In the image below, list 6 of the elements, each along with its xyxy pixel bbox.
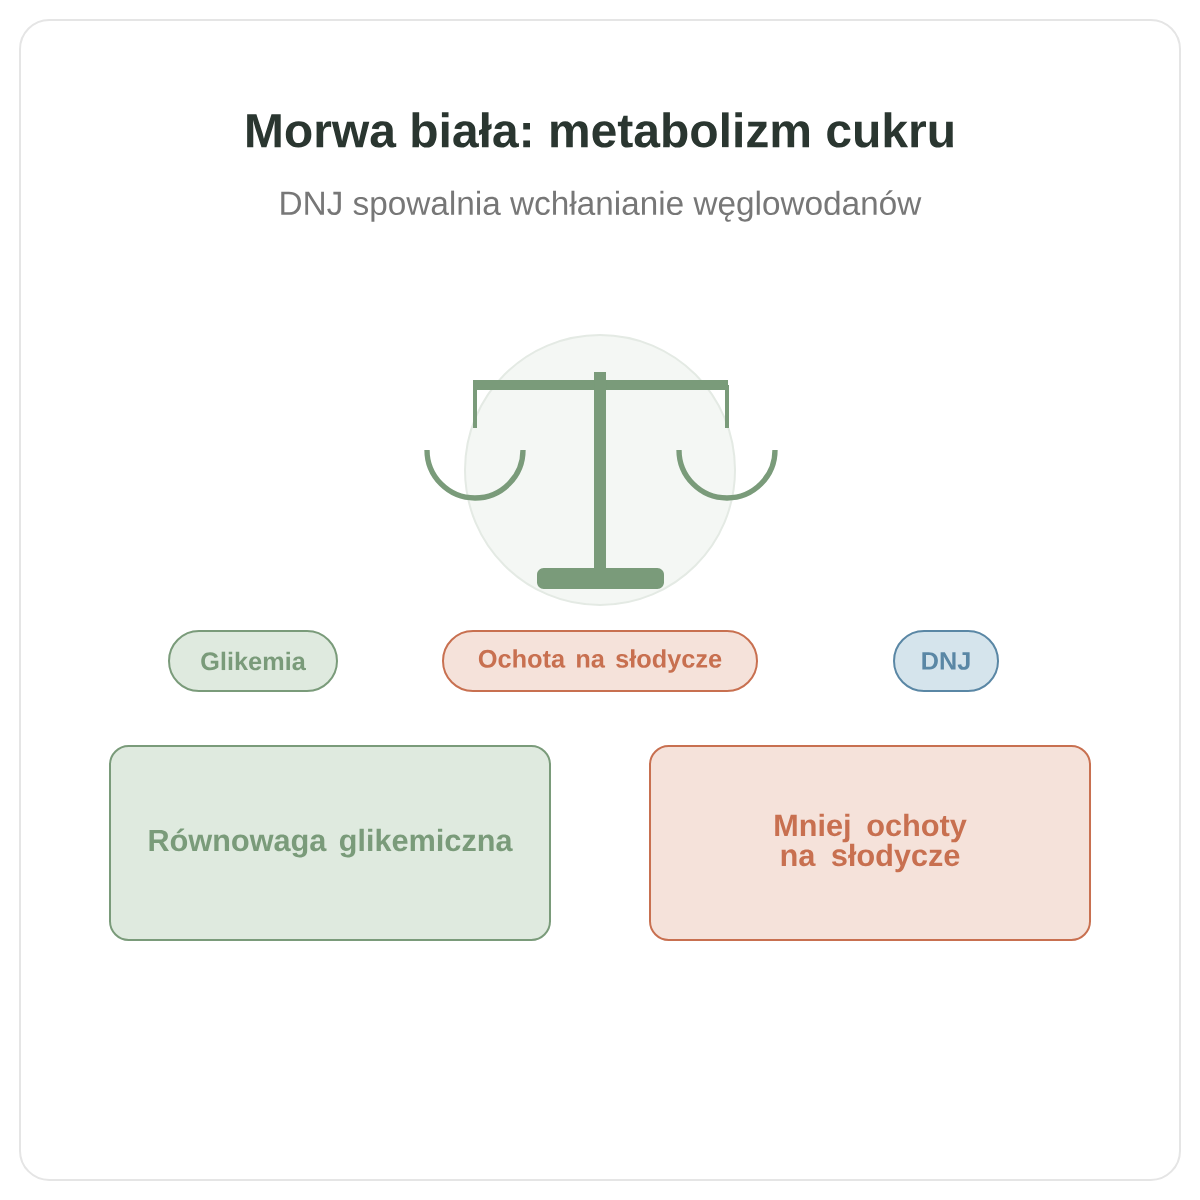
subtitle: DNJ spowalnia wchłanianie węglowodanów	[281, 190, 922, 222]
pill-label: Ochota na słodycze	[442, 630, 758, 692]
outcome-box: Równowaga glikemiczna	[109, 745, 551, 941]
pill-label: Glikemia	[168, 630, 338, 692]
outcome-box: Mniej ochoty na słodycze	[649, 745, 1091, 941]
title: Morwa biała: metabolizm cukru	[247, 112, 953, 148]
